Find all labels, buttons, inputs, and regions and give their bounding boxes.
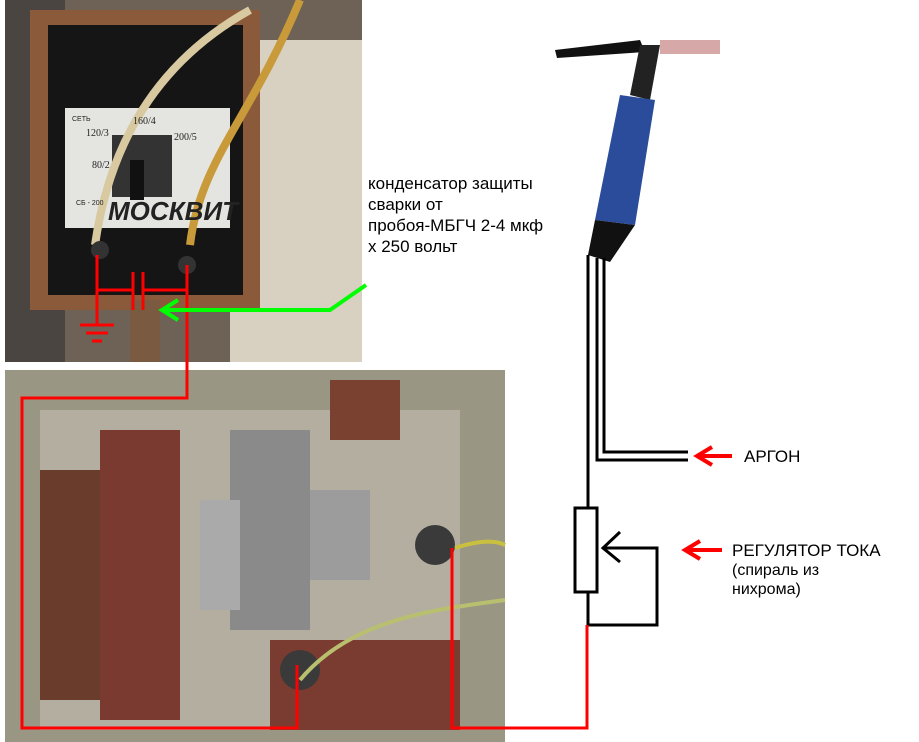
welder-internals-photo xyxy=(5,370,506,742)
argon-label: АРГОН xyxy=(744,447,801,466)
regulator-arrow xyxy=(681,539,722,561)
regulator-note: нихрома) xyxy=(732,581,801,598)
capacitor-pointer-arrow xyxy=(158,283,368,322)
capacitor-label-line: пробоя-МБГЧ 2-4 мкф xyxy=(368,216,544,235)
tig-torch-image xyxy=(555,40,720,262)
plate-scale-200: 200/5 xyxy=(174,132,197,143)
regulator-label: РЕГУЛЯТОР ТОКА (спираль из нихрома) xyxy=(732,540,881,599)
plate-model: СБ - 200 xyxy=(76,200,104,207)
black-wiring xyxy=(573,255,688,627)
capacitor-label-line: сварки от xyxy=(368,195,443,214)
capacitor-label-line: х 250 вольт xyxy=(368,237,458,256)
plate-scale-80: 80/2 xyxy=(92,160,110,171)
capacitor-label: конденсатор защиты сварки от пробоя-МБГЧ… xyxy=(368,173,543,257)
regulator-resistor xyxy=(573,506,599,594)
welder-photo xyxy=(5,0,362,362)
red-wiring xyxy=(20,255,589,730)
welder-brand: МОСКВИТ xyxy=(108,196,238,226)
capacitor-label-line: конденсатор защиты xyxy=(368,174,533,193)
argon-arrow xyxy=(693,445,732,467)
regulator-title: РЕГУЛЯТОР ТОКА xyxy=(732,541,881,560)
plate-scale-120: 120/3 xyxy=(86,128,109,139)
plate-mains-label: СЕТЬ xyxy=(72,116,91,123)
regulator-note: (спираль из xyxy=(732,562,820,579)
plate-scale-160: 160/4 xyxy=(133,116,156,127)
